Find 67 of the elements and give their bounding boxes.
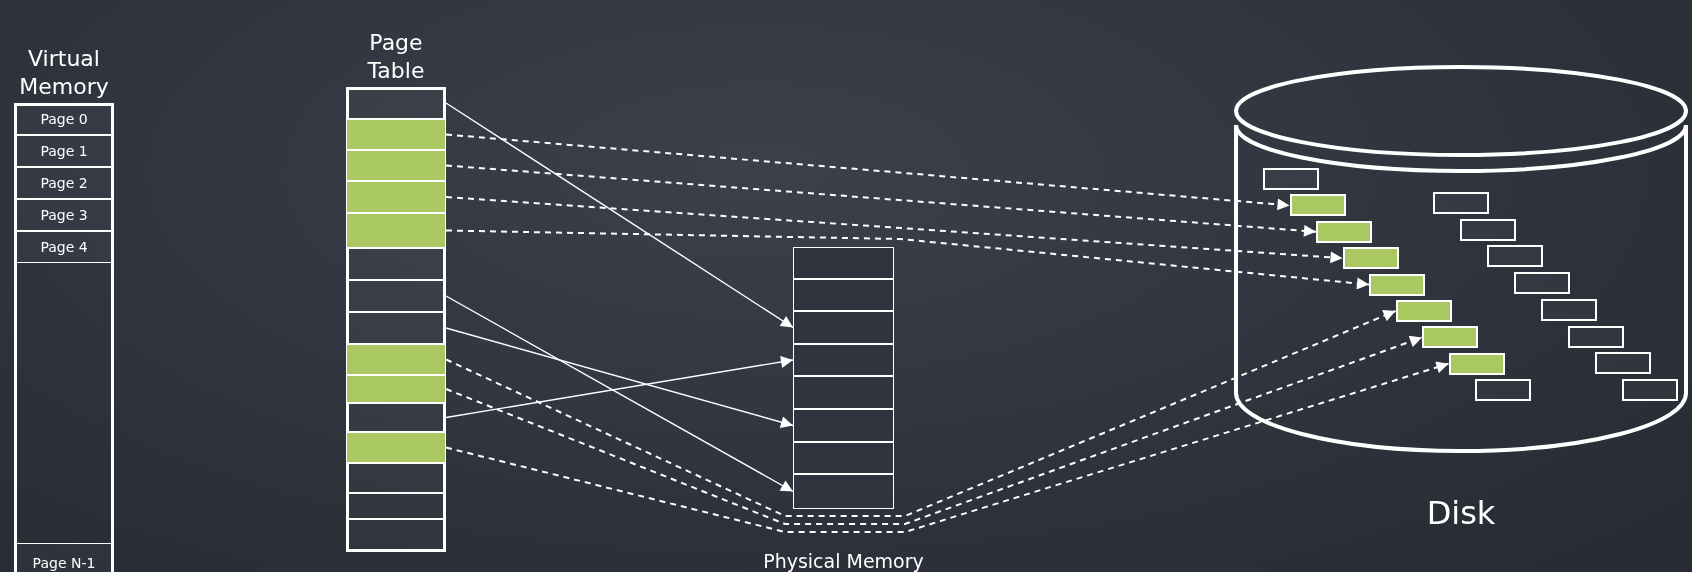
disk-block [1395, 300, 1452, 322]
disk-block [1369, 273, 1425, 296]
memory-frame [793, 344, 894, 376]
page-label: Page 1 [39, 143, 89, 159]
page-table-entry [346, 87, 446, 119]
page-slot [14, 103, 114, 135]
dashed-arrow [445, 335, 1423, 525]
memory-frame [793, 442, 894, 474]
arrow [445, 356, 794, 419]
page-table-entry [346, 493, 446, 519]
page-table-entry [346, 312, 446, 344]
page-table-entry [346, 213, 446, 248]
disk-block [1487, 245, 1543, 268]
dashed-arrow [445, 229, 1370, 290]
disk-block [1475, 379, 1531, 402]
disk-block [1460, 218, 1516, 241]
disk-block [1289, 194, 1346, 217]
memory-frame [793, 474, 894, 509]
page-table-entry [346, 375, 446, 403]
memory-frame [793, 247, 894, 279]
memory-frame [793, 311, 894, 344]
heading: Page Table [366, 29, 426, 84]
memory-frame [793, 409, 894, 442]
page-label: Page 4 [39, 239, 89, 255]
arrow [445, 327, 794, 429]
heading: Disk [1425, 493, 1497, 533]
heading: Physical Memory [762, 550, 925, 572]
disk-block [1541, 298, 1597, 321]
page-label: Page 0 [39, 111, 89, 127]
page-slot [14, 199, 114, 231]
page-table-entry [346, 119, 446, 150]
dashed-arrow [445, 133, 1291, 211]
page-table-entry [346, 432, 446, 463]
memory-frame [793, 376, 894, 409]
dashed-arrow [445, 164, 1317, 237]
page-table-entry [346, 463, 446, 493]
page-label: Page N-1 [31, 555, 97, 571]
disk-block [1568, 325, 1624, 348]
page-slot [14, 543, 114, 572]
page-slot [14, 167, 114, 199]
dashed-arrow [445, 196, 1344, 264]
page-table-entry [346, 280, 446, 312]
page-table-entry [346, 519, 446, 552]
disk-block [1448, 352, 1505, 375]
dashed-arrow [445, 361, 1450, 533]
page-label: Page 3 [39, 207, 89, 223]
page-table-entry [346, 150, 446, 181]
disk-block [1433, 192, 1489, 214]
arrow [445, 295, 794, 493]
disk-block [1595, 352, 1651, 375]
page-table-entry [346, 403, 446, 432]
page-slot [14, 231, 114, 263]
disk-block [1622, 378, 1678, 401]
heading: Virtual Memory [18, 45, 110, 100]
disk-block [1422, 326, 1478, 349]
disk-block [1342, 247, 1399, 270]
disk-block [1316, 220, 1372, 243]
page-table-entry [346, 248, 446, 280]
disk-block [1514, 272, 1570, 295]
page-label: Page 2 [39, 175, 89, 191]
arrow [445, 102, 794, 329]
memory-frame [793, 279, 894, 311]
page-table-entry [346, 181, 446, 213]
page-slot [14, 135, 114, 167]
dashed-arrow [445, 310, 1397, 517]
disk-block [1263, 168, 1319, 190]
page-table-entry [346, 344, 446, 375]
